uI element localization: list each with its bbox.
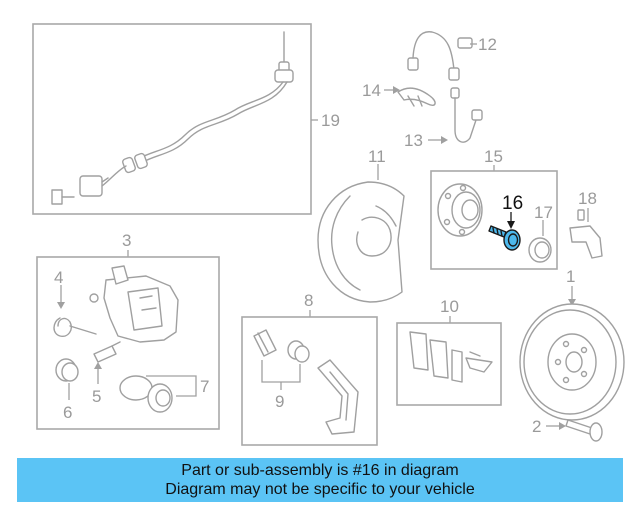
group-box-10 — [396, 322, 502, 406]
speed-sensor-harness[interactable] — [51, 31, 294, 205]
brake-caliper[interactable] — [89, 265, 179, 343]
callout-10: 10 — [440, 297, 459, 316]
brake-rotor[interactable] — [519, 303, 625, 421]
guide-pin[interactable] — [253, 329, 277, 357]
caliper-spring[interactable] — [53, 317, 97, 337]
part-group-18: 18 — [569, 189, 603, 259]
group-box-15 — [430, 170, 558, 270]
brake-pads[interactable] — [409, 331, 493, 383]
part-group-8: 8 9 — [241, 291, 378, 446]
part-group-2: 2 — [532, 417, 603, 442]
caliper-bracket[interactable] — [317, 359, 359, 435]
callout-18: 18 — [578, 189, 597, 208]
wheel-hub[interactable] — [437, 183, 483, 237]
banner-line-2: Diagram may not be specific to your vehi… — [165, 481, 475, 498]
callout-2: 2 — [532, 417, 541, 436]
callout-11: 11 — [368, 147, 386, 166]
callout-13: 13 — [404, 131, 423, 150]
dust-shield[interactable] — [317, 181, 405, 303]
part-group-11: 11 — [317, 147, 405, 303]
callout-4: 4 — [54, 268, 63, 287]
part-group-3: 3 4 5 6 — [36, 231, 220, 430]
callout-19: 19 — [321, 111, 340, 130]
part-group-13: 13 — [404, 87, 483, 150]
caliper-seal-kit[interactable] — [119, 375, 173, 413]
callout-5: 5 — [92, 387, 101, 406]
hub-bolt-16[interactable] — [488, 212, 521, 251]
callout-15: 15 — [484, 147, 503, 166]
part-group-15: 15 16 17 — [430, 147, 558, 270]
callout-16: 16 — [502, 193, 523, 214]
callout-6: 6 — [63, 403, 72, 422]
callout-3: 3 — [122, 231, 131, 250]
part-group-19: 19 — [32, 23, 340, 215]
callout-12: 12 — [478, 35, 497, 54]
hose-bracket[interactable] — [397, 87, 436, 106]
part-group-10: 10 — [396, 297, 502, 406]
callout-1: 1 — [566, 267, 575, 286]
wheel-speed-sensor[interactable] — [569, 209, 603, 259]
bleeder-screw[interactable] — [93, 341, 121, 363]
banner-line-1: Part or sub-assembly is #16 in diagram — [181, 462, 459, 479]
hub-cap[interactable] — [528, 237, 552, 263]
brake-hose[interactable] — [407, 31, 473, 81]
pin-boot[interactable] — [287, 340, 310, 363]
callout-17: 17 — [534, 203, 553, 222]
rotor-screw[interactable] — [565, 419, 603, 442]
group-box-3 — [36, 256, 220, 430]
callout-7: 7 — [200, 377, 209, 396]
callout-14: 14 — [362, 81, 381, 100]
part-group-14: 14 — [362, 81, 436, 107]
part-group-12: 12 — [407, 31, 497, 81]
callout-9: 9 — [275, 392, 284, 411]
group-box-19 — [32, 23, 312, 215]
group-box-8 — [241, 316, 378, 446]
piston-boot[interactable] — [55, 358, 79, 382]
part-group-1: 1 — [519, 267, 625, 421]
brake-line[interactable] — [450, 87, 483, 143]
callout-8: 8 — [304, 291, 313, 310]
info-banner: Part or sub-assembly is #16 in diagram D… — [17, 458, 623, 502]
